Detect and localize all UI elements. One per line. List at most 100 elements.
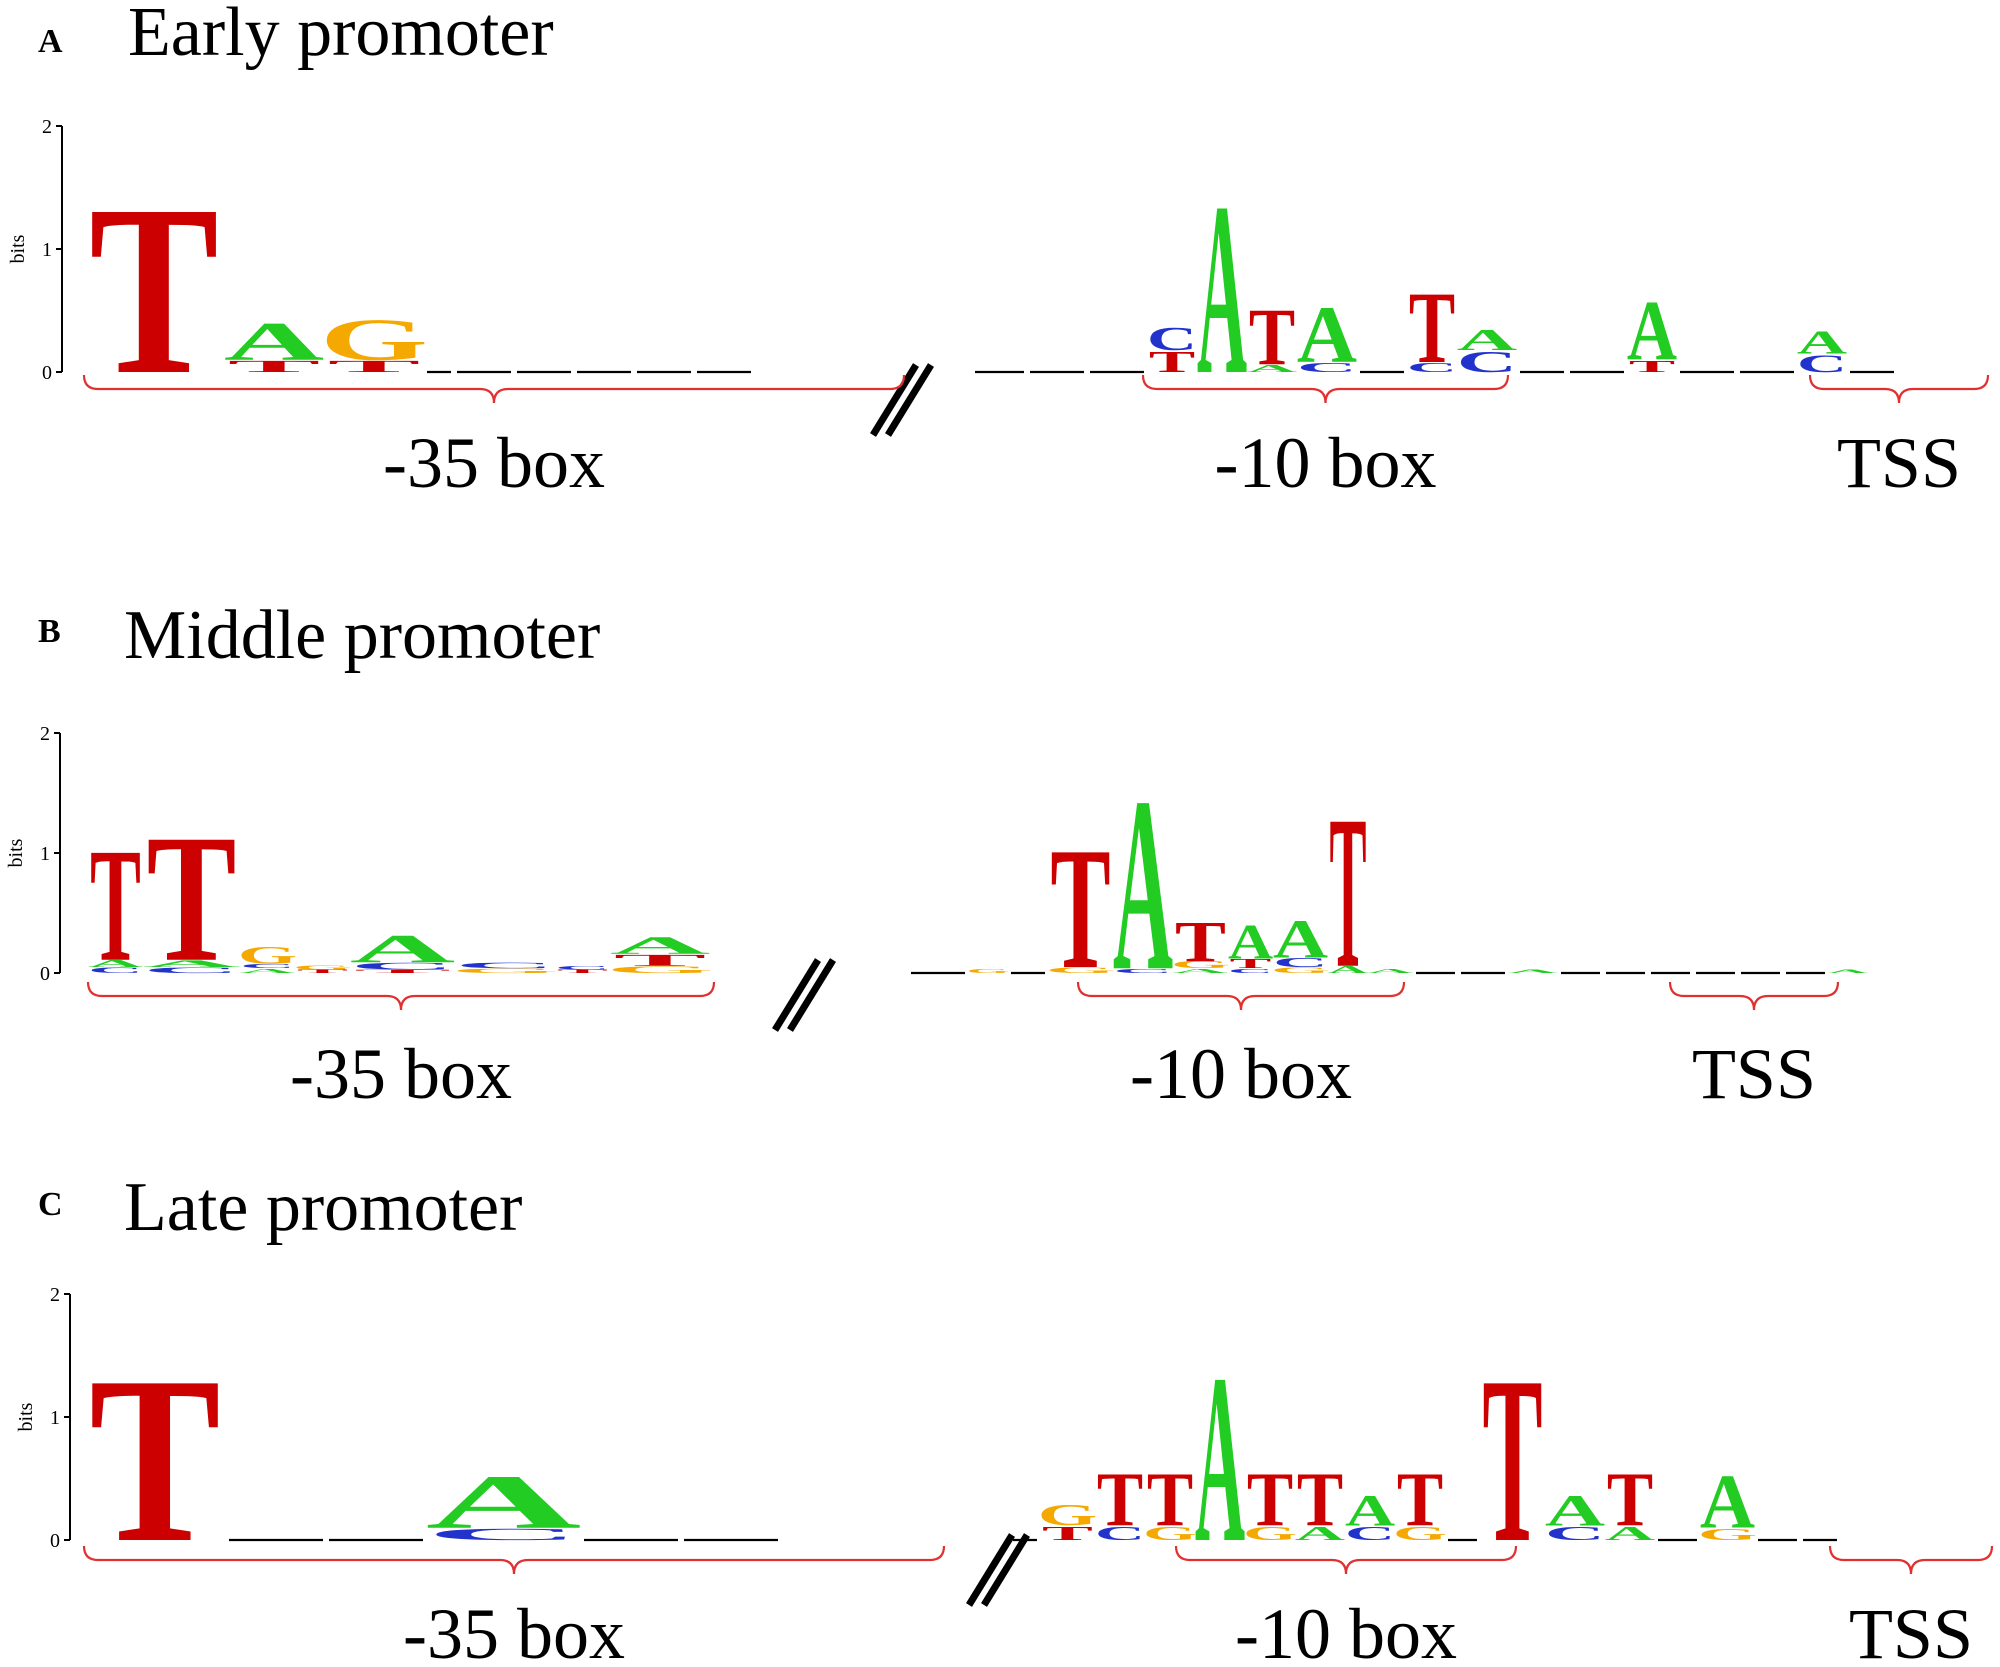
axis-tick-label: 1 [40,843,50,865]
logo-letter-G: G [1271,966,1330,975]
bracket-label: TSS [1837,423,1961,503]
logo-letter-G: G [1171,959,1230,970]
panel-letter: C [38,1186,63,1223]
axis-tick-label: 1 [50,1407,60,1429]
logo-letter-C: C [1457,345,1517,379]
logo-letter-A: A [143,958,240,969]
logo-letter-A: A [1797,323,1848,361]
logo-letter-G: G [1045,966,1115,975]
logo-letter-T: T [89,1328,221,1592]
logo-letter-C: C [88,966,143,975]
bracket-line [1668,981,1840,1011]
logo-letter-T: T [1149,345,1195,379]
bracket-tss: TSS [1668,981,1840,1114]
break-slash [787,958,836,1032]
bracket-label: -35 box [290,1034,512,1114]
logo-letter-C: C [1345,1522,1395,1545]
logo-letter-T: T [1230,956,1272,971]
logo-letter-G: G [966,967,1009,974]
logo-letter-A: A [1627,284,1677,378]
logo-letter-T: T [1147,1457,1193,1542]
logo-letter-G: G [1038,1498,1097,1532]
logo-letter-G: G [1143,1522,1197,1545]
logo-letter-T: T [1329,770,1366,1014]
logo-letter-T: T [354,969,451,975]
bracket-label: -10 box [1235,1594,1457,1667]
sequence-break-mark [772,958,836,1032]
logo-letter-G: G [1243,1522,1297,1545]
logo-letter-T: T [147,797,237,1000]
logo-letter-A: A [1345,1486,1395,1536]
bracket-line [1141,374,1510,404]
logo-letter-T: T [90,814,141,996]
logo-letter-A: A [426,1459,581,1544]
axis-ylabel: bits [5,838,27,867]
logo-letter-T: T [1175,909,1226,974]
logo-letter-A: A [1328,964,1368,975]
logo-letter-A: A [1295,1522,1345,1545]
axis-tick-label: 2 [40,723,50,745]
logo-letter-C: C [1113,967,1173,974]
logo-letter-C: C [1297,360,1357,375]
logo-letter-G: G [293,963,352,970]
logo-letter-T: T [328,357,421,376]
bracket-10-box: -10 box [1174,1545,1518,1667]
logo-letter-G: G [606,964,714,975]
break-slash [966,1533,1015,1607]
axis-tick-label: 2 [50,1284,60,1306]
panel-title: Early promoter [128,0,554,71]
logo-letter-A: A [1508,969,1559,975]
logo-letter-A: A [1195,1324,1245,1593]
logo-letter-C: C [455,961,555,970]
logo-letter-G: G [320,307,428,373]
logo-letter-T: T [1247,1457,1293,1542]
logo-letter-A: A [1228,915,1273,970]
bracket-35-box: -35 box [86,981,716,1114]
bracket-line [82,374,906,404]
logo-letter-C: C [1147,319,1197,357]
bracket-10-box: -10 box [1076,981,1406,1114]
logo-letter-T: T [1042,1522,1093,1545]
logo-letter-A: A [1113,747,1173,1023]
logo-letter-G: G [1698,1525,1757,1544]
panel-letter: A [38,23,63,60]
bracket-label: TSS [1849,1594,1973,1667]
logo-letter-G: G [451,967,559,974]
logo-letter-T: T [89,154,219,425]
bracket-tss: TSS [1828,1545,1994,1667]
bracket-line [1076,981,1406,1011]
logo-letter-C: C [143,966,240,975]
logo-letter-C: C [1545,1522,1605,1545]
bracket-line [1828,1545,1994,1575]
logo-letter-C: C [1797,349,1847,377]
break-slash [870,363,919,437]
logo-letter-T: T [1050,812,1110,1006]
bracket-tss: TSS [1808,374,1990,503]
panel-title: Middle promoter [124,597,600,674]
break-slash [885,363,934,437]
axis-tick-label: 0 [42,362,52,384]
bracket-label: TSS [1692,1034,1816,1114]
logo-letter-A: A [1828,969,1869,975]
logo-letter-A: A [1545,1487,1605,1536]
bracket-label: -10 box [1130,1034,1352,1114]
logo-letter-C: C [1095,1522,1145,1545]
logo-letter-T: T [1409,271,1455,385]
logo-letter-A: A [224,311,324,372]
bracket-label: -35 box [383,423,605,503]
bracket-10-box: -10 box [1141,374,1510,503]
logo-letter-T: T [1607,1457,1653,1542]
logo-letter-A: A [1247,363,1297,374]
logo-letter-A: A [240,967,295,974]
axis-tick-label: 1 [42,239,52,261]
logo-letter-A: A [610,932,710,960]
logo-letter-T: T [614,951,707,969]
